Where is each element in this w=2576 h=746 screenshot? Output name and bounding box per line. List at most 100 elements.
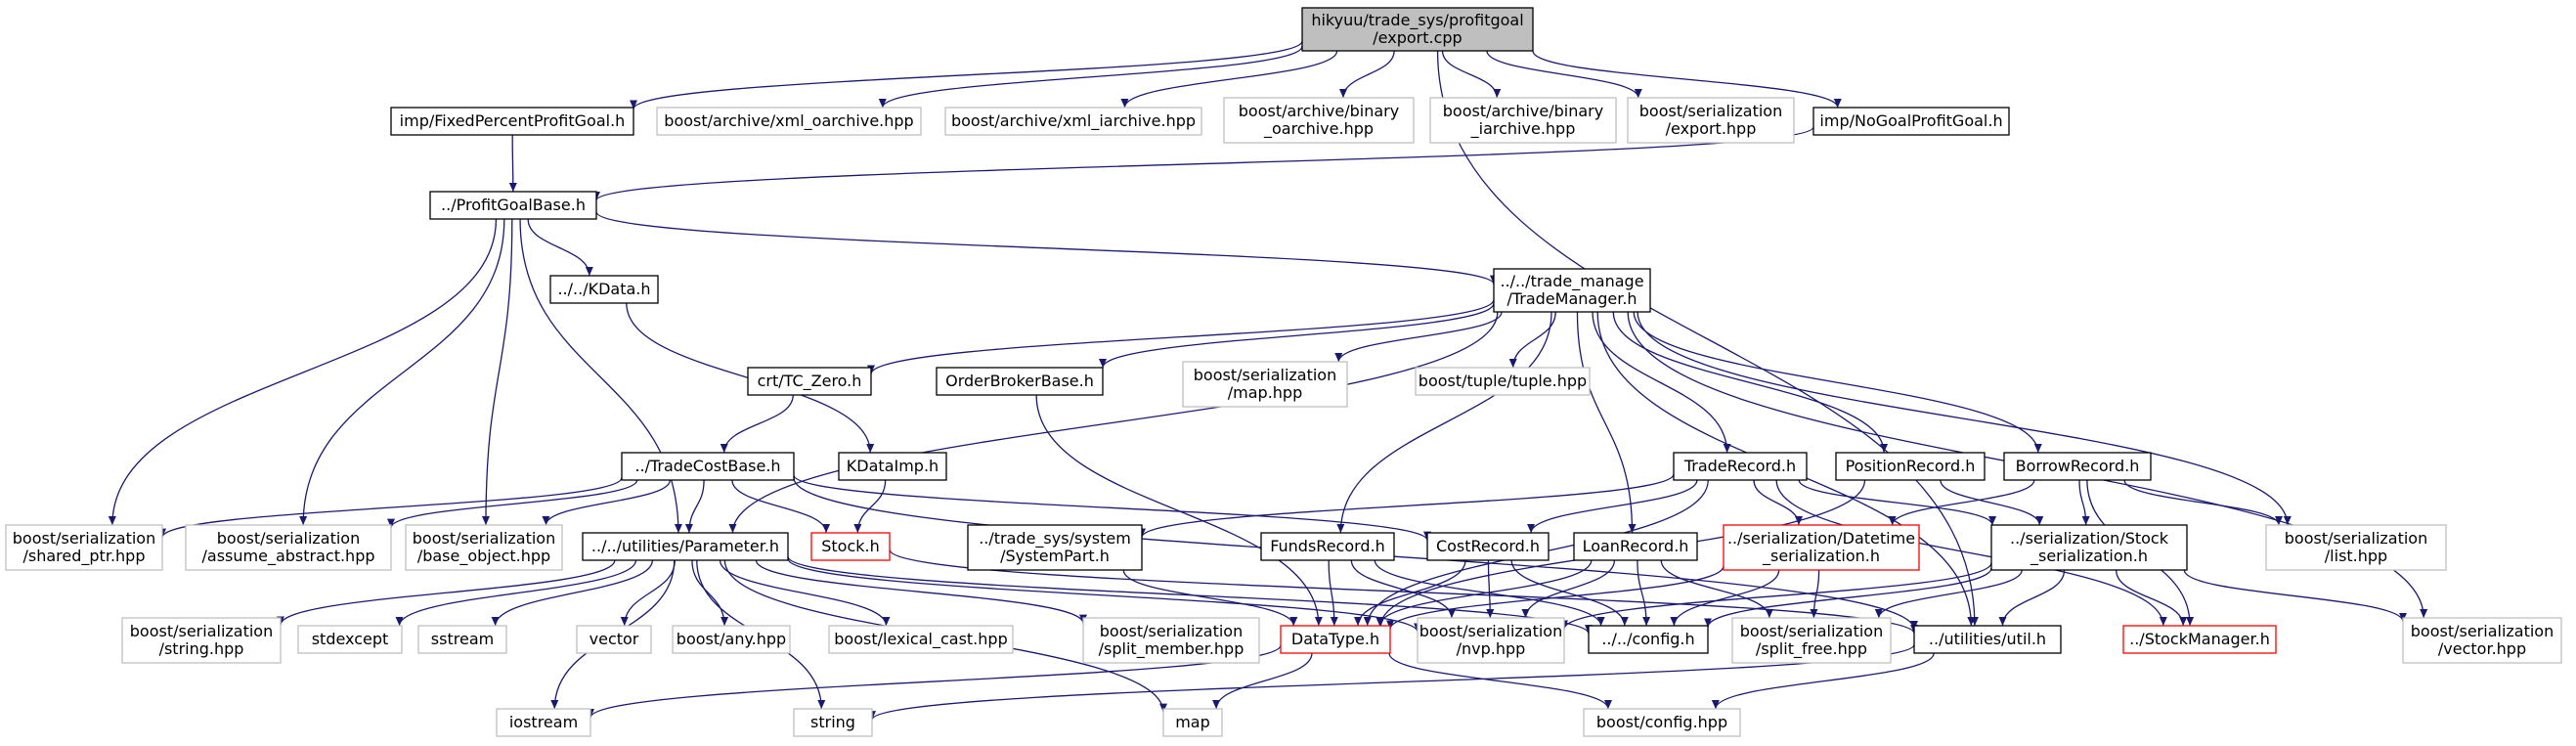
node-tczero[interactable]: crt/TC_Zero.h: [747, 367, 872, 396]
node-label-sermap-line-1: /map.hpp: [1228, 383, 1302, 402]
edge-fixed-to-pgbase: [508, 134, 517, 193]
node-stkmgr[interactable]: ../StockManager.h: [2122, 625, 2277, 654]
node-dtype[interactable]: DataType.h: [1280, 625, 1391, 654]
edge-borrec-to-serlist: [2123, 479, 2283, 526]
node-label-serexp-line-0: boost/serialization: [1639, 102, 1782, 120]
edge-traderec-to-dtser: [1753, 479, 1803, 526]
edge-borrec-to-dtser: [1888, 479, 2035, 526]
node-export[interactable]: hikyuu/trade_sys/profitgoal/export.cpp: [1301, 7, 1534, 52]
node-kdata[interactable]: ../../KData.h: [549, 275, 659, 304]
edge-tm-to-serlist: [1637, 311, 2292, 526]
node-posrec[interactable]: PositionRecord.h: [1835, 452, 1986, 481]
node-label-export-line-0: hikyuu/trade_sys/profitgoal: [1311, 11, 1523, 30]
node-any: boost/any.hpp: [672, 625, 791, 654]
node-label-syspart-line-1: /SystemPart.h: [1000, 547, 1110, 565]
node-label-kdata-line-0: ../../KData.h: [557, 280, 650, 298]
node-xmlo: boost/archive/xml_oarchive.hpp: [656, 107, 922, 136]
node-box-serstr: [121, 617, 282, 664]
node-xmli: boost/archive/xml_iarchive.hpp: [944, 107, 1202, 136]
node-label-tm-line-1: /TradeManager.h: [1506, 289, 1637, 308]
node-kdimp[interactable]: KDataImp.h: [838, 452, 947, 481]
edge-dtser-to-config: [1670, 569, 1780, 627]
node-label-splitf-line-1: /split_free.hpp: [1756, 639, 1867, 659]
node-label-shptr-line-0: boost/serialization: [13, 529, 155, 548]
node-box-dtser: [1723, 524, 1920, 571]
edge-traderec-to-cost: [1527, 479, 1698, 534]
node-dtser[interactable]: ../serialization/Datetime_serialization.…: [1723, 524, 1920, 571]
node-box-serlist: [2265, 524, 2447, 571]
node-baseobj: boost/serialization/base_object.hpp: [405, 524, 563, 571]
node-label-tm-line-0: ../../trade_manage: [1500, 272, 1643, 291]
node-obb[interactable]: OrderBrokerBase.h: [936, 367, 1104, 396]
node-param[interactable]: ../../utilities/Parameter.h: [582, 532, 789, 561]
edge-stkser-to-nvp: [1560, 562, 1992, 630]
node-serlist: boost/serialization/list.hpp: [2265, 524, 2447, 571]
node-funds[interactable]: FundsRecord.h: [1260, 532, 1395, 561]
node-box-bini: [1429, 97, 1617, 144]
edge-param-to-vector: [620, 559, 676, 627]
node-label-borrec-line-0: BorrowRecord.h: [2016, 457, 2140, 475]
node-label-stkser-line-0: ../serialization/Stock: [2010, 529, 2169, 548]
edge-layer: [108, 40, 2428, 721]
edge-export-to-bini: [1441, 50, 1502, 99]
node-label-tcbase-line-0: ../TradeCostBase.h: [634, 457, 780, 475]
edge-traderec-to-stkmgr: [1775, 479, 2167, 627]
node-util[interactable]: ../utilities/util.h: [1913, 625, 2062, 654]
edge-traderec-to-syspart: [1138, 473, 1675, 538]
node-box-splitf: [1731, 617, 1892, 664]
node-box-stock: [810, 532, 891, 561]
node-label-bini-line-0: boost/archive/binary: [1443, 102, 1603, 120]
node-config[interactable]: ../../config.h: [1588, 625, 1709, 654]
node-lexcast: boost/lexical_cast.hpp: [828, 625, 1014, 654]
node-box-string: [793, 708, 873, 737]
node-box-config: [1588, 625, 1709, 654]
edge-tm-to-param: [728, 311, 1499, 534]
node-cost[interactable]: CostRecord.h: [1426, 532, 1550, 561]
node-box-tczero: [747, 367, 872, 396]
node-label-tuple-line-0: boost/tuple/tuple.hpp: [1419, 372, 1587, 390]
edge-param-to-any: [691, 559, 729, 627]
node-stkser[interactable]: ../serialization/Stock_serialization.h: [1990, 524, 2188, 571]
node-loan[interactable]: LoanRecord.h: [1573, 532, 1698, 561]
node-borrec[interactable]: BorrowRecord.h: [2003, 452, 2152, 481]
node-syspart[interactable]: ../trade_sys/system/SystemPart.h: [967, 524, 1143, 571]
edge-pgbase-to-baseobj: [481, 218, 513, 526]
node-pgbase[interactable]: ../ProfitGoalBase.h: [429, 191, 597, 220]
node-label-splitm-line-1: /split_member.hpp: [1099, 639, 1244, 659]
node-label-param-line-0: ../../utilities/Parameter.h: [591, 537, 779, 555]
edge-tm-to-sermap: [1334, 311, 1503, 363]
edge-borrec-to-stkser: [2078, 479, 2090, 526]
edge-stkser-to-stkmgr: [2116, 569, 2188, 627]
node-tm[interactable]: ../../trade_manage/TradeManager.h: [1493, 268, 1651, 313]
edge-tcbase-to-assabs: [387, 479, 638, 528]
node-box-sstream: [417, 625, 507, 654]
edge-export-to-nogoal: [1532, 50, 1842, 109]
edge-loan-to-nvp: [1521, 559, 1616, 619]
edge-export-to-bino: [1338, 50, 1395, 99]
node-nogoal[interactable]: imp/NoGoalProfitGoal.h: [1812, 107, 2010, 136]
node-box-bconfig: [1583, 708, 1741, 737]
node-tcbase[interactable]: ../TradeCostBase.h: [621, 452, 795, 481]
edge-dtser-to-dtype: [1386, 565, 1725, 630]
node-label-config-line-0: ../../config.h: [1601, 630, 1694, 648]
node-stock[interactable]: Stock.h: [810, 532, 891, 561]
node-label-traderec-line-0: TradeRecord.h: [1683, 457, 1796, 475]
node-fixed[interactable]: imp/FixedPercentProfitGoal.h: [390, 107, 634, 136]
edge-pgbase-to-param: [519, 218, 682, 534]
edge-stkser-to-servec: [2183, 569, 2407, 623]
node-traderec[interactable]: TradeRecord.h: [1673, 452, 1808, 481]
edge-loan-to-config: [1637, 559, 1651, 627]
edge-obb-to-dtype: [1035, 394, 1323, 627]
node-label-splitm-line-0: boost/serialization: [1100, 622, 1243, 640]
node-label-cost-line-0: CostRecord.h: [1436, 537, 1540, 555]
edge-export-to-xmli: [1120, 50, 1338, 109]
edge-funds-to-dtype: [1328, 559, 1338, 627]
node-label-stdexcept-line-0: stdexcept: [312, 630, 389, 648]
edge-dtype-to-bconfig: [1388, 652, 1612, 710]
node-label-shptr-line-1: /shared_ptr.hpp: [23, 547, 146, 566]
node-label-dtype-line-0: DataType.h: [1291, 630, 1379, 648]
edge-tcbase-to-stock: [731, 479, 831, 534]
edge-kdimp-to-stock: [853, 479, 887, 534]
node-label-lexcast-line-0: boost/lexical_cast.hpp: [834, 630, 1007, 649]
node-label-sstream-line-0: sstream: [431, 630, 494, 648]
